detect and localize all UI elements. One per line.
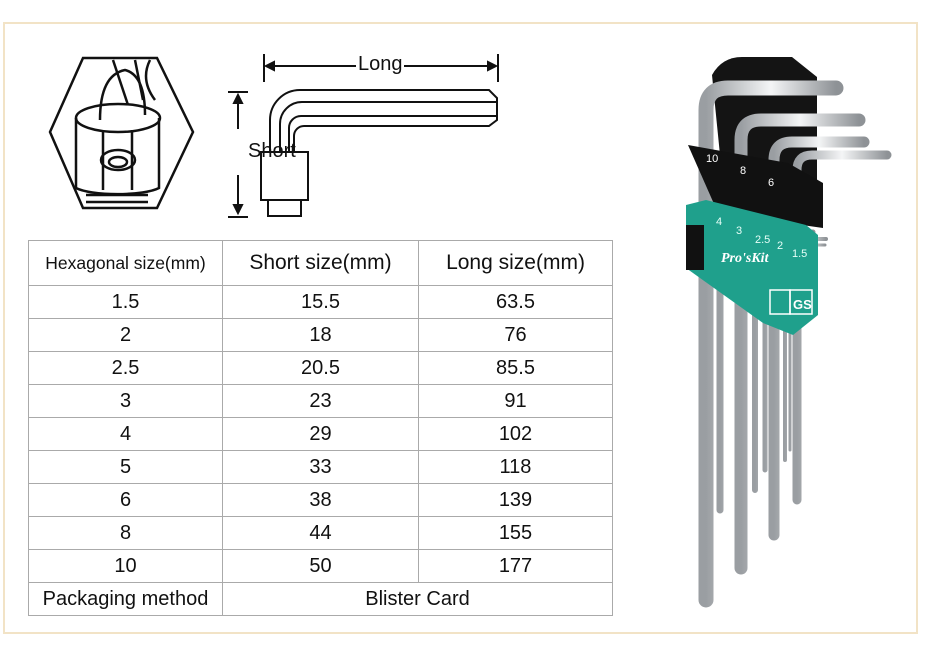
header-short-size: Short size(mm) <box>222 240 419 286</box>
table-header-row: Hexagonal size(mm) Short size(mm) Long s… <box>28 240 613 286</box>
hex-size-cell: 6 <box>28 483 223 517</box>
packaging-row: Packaging method Blister Card <box>28 582 613 616</box>
long-size-cell: 91 <box>418 384 613 418</box>
hex-size-cell: 10 <box>28 549 223 583</box>
hex-size-cell: 8 <box>28 516 223 550</box>
size-label-2-5: 2.5 <box>755 234 770 246</box>
short-size-cell: 18 <box>222 318 419 352</box>
certification-marks: GS <box>769 289 813 315</box>
packaging-label: Packaging method <box>28 582 223 616</box>
long-size-cell: 118 <box>418 450 613 484</box>
hex-socket-illustration <box>48 56 195 210</box>
short-size-cell: 20.5 <box>222 351 419 385</box>
short-size-cell: 50 <box>222 549 419 583</box>
hex-key-dimension-diagram <box>228 54 499 218</box>
short-size-cell: 44 <box>222 516 419 550</box>
hex-size-cell: 2 <box>28 318 223 352</box>
size-label-10: 10 <box>706 153 718 165</box>
hex-size-cell: 1.5 <box>28 285 223 319</box>
size-label-8: 8 <box>740 165 746 177</box>
size-spec-table: Hexagonal size(mm) Short size(mm) Long s… <box>28 240 613 616</box>
size-label-1-5: 1.5 <box>792 248 807 260</box>
long-size-cell: 177 <box>418 549 613 583</box>
size-label-3: 3 <box>736 225 742 237</box>
short-size-cell: 29 <box>222 417 419 451</box>
short-size-cell: 15.5 <box>222 285 419 319</box>
image-frame <box>3 22 918 634</box>
long-size-cell: 76 <box>418 318 613 352</box>
size-label-4: 4 <box>716 216 722 228</box>
hex-size-cell: 4 <box>28 417 223 451</box>
proskit-logo: Pro'sKit <box>721 251 770 266</box>
long-size-cell: 85.5 <box>418 351 613 385</box>
long-size-cell: 155 <box>418 516 613 550</box>
long-size-cell: 102 <box>418 417 613 451</box>
svg-text:GS: GS <box>793 297 812 312</box>
short-size-cell: 33 <box>222 450 419 484</box>
long-size-cell: 63.5 <box>418 285 613 319</box>
short-dimension-label: Short <box>248 140 296 162</box>
hex-size-cell: 3 <box>28 384 223 418</box>
size-label-2: 2 <box>777 240 783 252</box>
hex-key-set-photo: 10 8 6 4 3 2.5 2 1.5 Pro'sKit GS <box>686 57 892 608</box>
size-label-6: 6 <box>768 177 774 189</box>
hex-size-cell: 2.5 <box>28 351 223 385</box>
long-size-cell: 139 <box>418 483 613 517</box>
hex-size-cell: 5 <box>28 450 223 484</box>
long-dimension-label: Long <box>357 53 404 76</box>
packaging-value: Blister Card <box>222 582 613 616</box>
header-long-size: Long size(mm) <box>418 240 613 286</box>
header-hex-size: Hexagonal size(mm) <box>28 240 223 286</box>
short-size-cell: 38 <box>222 483 419 517</box>
short-size-cell: 23 <box>222 384 419 418</box>
